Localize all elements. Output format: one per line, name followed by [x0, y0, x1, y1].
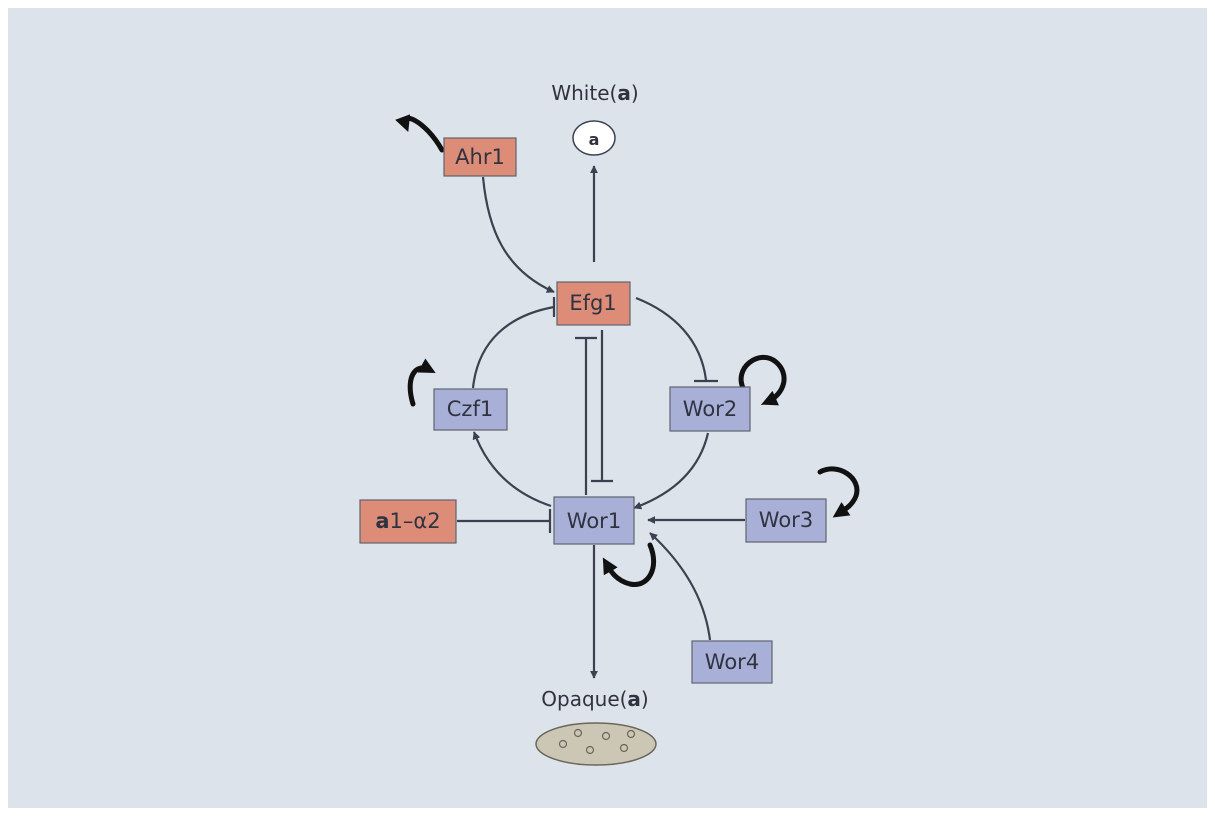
node-wor2: Wor2: [669, 386, 751, 432]
node-wor4: Wor4: [691, 640, 773, 684]
edge-wor1-activates-czf1: [472, 431, 552, 508]
node-czf1: Czf1: [433, 388, 508, 431]
node-efg1-label: Efg1: [569, 291, 616, 315]
node-wor3-label: Wor3: [759, 508, 813, 532]
node-ahr1: Ahr1: [443, 137, 517, 177]
white-cell-icon: a: [572, 120, 616, 156]
czf1-self-loop-icon: [407, 358, 436, 407]
wor3-self-loop-icon: [817, 466, 860, 518]
edge-czf1-represses-efg1: [471, 305, 555, 389]
node-wor3: Wor3: [745, 498, 827, 543]
node-czf1-label: Czf1: [447, 397, 493, 421]
node-wor4-label: Wor4: [705, 650, 759, 674]
edge-ahr1-activates-efg1: [481, 176, 555, 294]
node-wor1-label: Wor1: [567, 509, 621, 533]
node-a1-alpha2: a1–α2: [359, 499, 457, 544]
white-state-caption: White(a): [551, 81, 638, 105]
white-cell-letter: a: [589, 130, 600, 149]
edge-wor2-activates-wor1: [633, 432, 710, 510]
opaque-cell-icon: [535, 722, 657, 766]
wor2-self-loop-icon: [738, 354, 787, 406]
wor1-self-loop-icon: [602, 542, 657, 587]
node-efg1: Efg1: [556, 281, 631, 326]
opaque-state-caption: Opaque(a): [541, 687, 648, 711]
node-a1-alpha2-label: a1–α2: [375, 509, 440, 533]
node-wor1: Wor1: [553, 496, 635, 545]
node-ahr1-label: Ahr1: [455, 145, 505, 169]
ahr1-self-loop-icon: [395, 114, 445, 153]
edge-wor4-activates-wor1: [649, 532, 712, 641]
edge-efg1-represses-wor2: [635, 296, 708, 381]
node-wor2-label: Wor2: [683, 397, 737, 421]
